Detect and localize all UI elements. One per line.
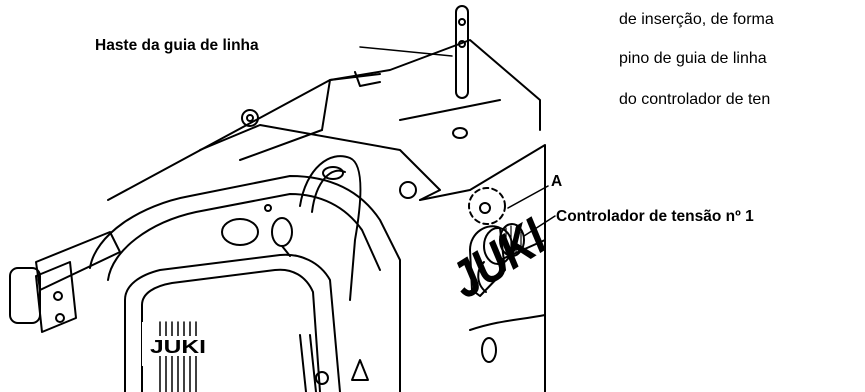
machine-head-face-panel [124, 253, 341, 392]
presser-bar [35, 231, 121, 291]
point-a-label: A [551, 173, 563, 190]
oil-hole [221, 218, 259, 246]
front-triangle [351, 359, 369, 381]
svg-text:JUKI: JUKI [441, 207, 558, 310]
stop-knob [271, 217, 293, 247]
machine-arm-side [239, 99, 501, 161]
presser-foot-bracket [35, 261, 77, 333]
tension-nut-ridges [505, 225, 522, 255]
front-screw [315, 371, 329, 385]
top-screw-3 [399, 181, 417, 199]
side-logo: JUKI [441, 207, 558, 310]
point-a-leader-line [507, 185, 549, 209]
bracket-screw-1 [53, 291, 63, 301]
top-screw-1-inner [246, 114, 254, 122]
presser-foot-block [9, 267, 41, 324]
machine-head-face-panel-inner [141, 268, 321, 392]
instruction-text-line-2: pino de guia de linha [619, 50, 767, 67]
point-a-circle [468, 187, 506, 225]
thread-guide-rod [455, 5, 469, 99]
top-screw-1 [241, 109, 259, 127]
instruction-text-line-3: do controlador de ten [619, 91, 771, 108]
top-cap [322, 166, 344, 180]
machine-top-surface [199, 124, 441, 201]
stop-knob-stem [281, 245, 291, 257]
tension-disc [483, 227, 513, 265]
rod-hole [452, 127, 468, 139]
tension-controller-label: Controlador de tensão nº 1 [556, 208, 754, 225]
top-screw-2 [264, 204, 272, 212]
take-up-lever-inner [311, 169, 346, 213]
take-up-lever [299, 155, 362, 301]
machine-arm [107, 39, 541, 201]
machine-head-front-inner [107, 193, 381, 281]
thread-guide-leader-line [359, 46, 453, 57]
svg-text:JUKI: JUKI [150, 337, 206, 357]
machine-arm-edge [321, 71, 381, 131]
front-slot [299, 334, 317, 392]
thread-guide-pin [479, 202, 491, 214]
tension-nut [499, 223, 525, 257]
thread-guide-rod-label: Haste da guia de linha [95, 37, 259, 54]
side-hole [481, 337, 497, 363]
tension-bracket [469, 225, 506, 297]
rod-eye-1 [458, 18, 466, 26]
instruction-text-line-1: de inserção, de forma [619, 11, 774, 28]
rod-eye-2 [458, 40, 466, 48]
tension-spring [477, 261, 487, 293]
front-logo: JUKI [142, 321, 222, 392]
bracket-screw-2 [55, 313, 65, 323]
machine-head-front [89, 175, 401, 392]
tension-leader-arrow [523, 215, 556, 237]
machine-right-body [419, 144, 546, 392]
